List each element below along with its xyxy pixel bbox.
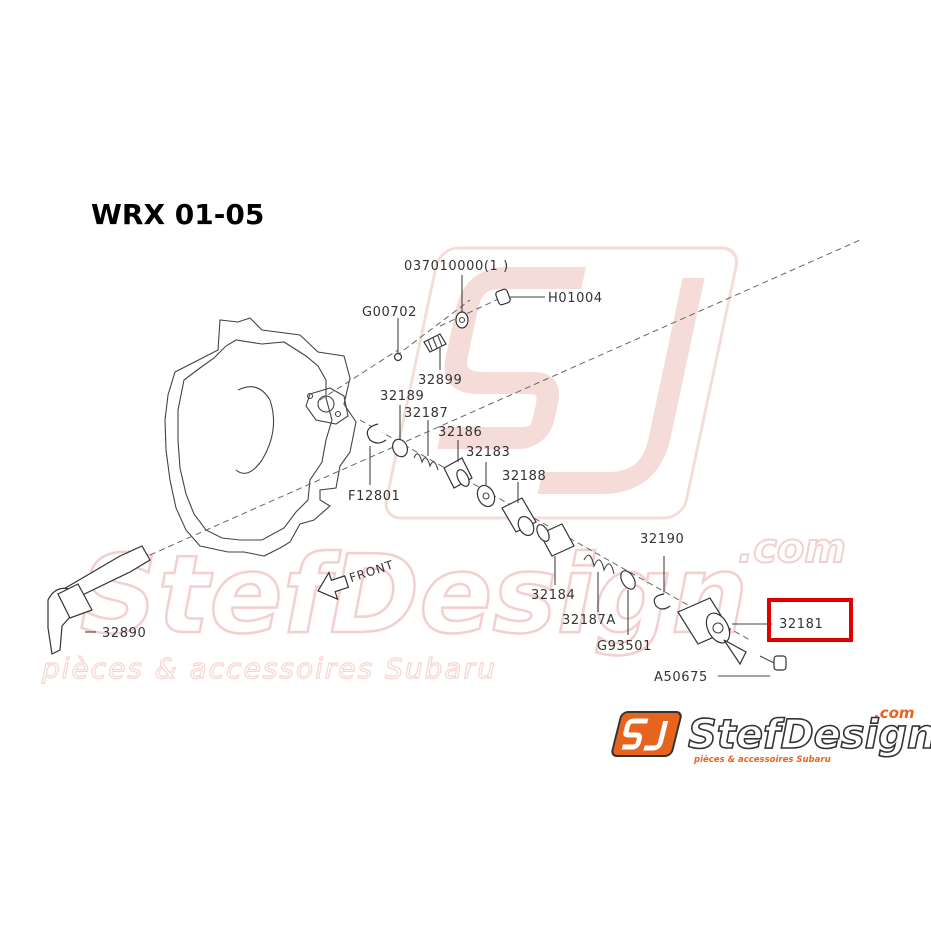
part-32890-shift-rod [47, 545, 151, 655]
part-32899-spring [423, 333, 447, 370]
part-32187a-spring [583, 554, 615, 612]
part-32189-washer [392, 405, 408, 458]
logo-tagline: pièces & accessoires Subaru [693, 754, 831, 765]
label-32188: 32188 [502, 469, 546, 484]
label-32899: 32899 [418, 373, 462, 388]
label-32184: 32184 [531, 588, 575, 603]
label-32189: 32189 [380, 389, 424, 404]
part-h01004-bolt [495, 288, 545, 306]
logo-name: StefDesign [688, 712, 931, 758]
label-32890: 32890 [102, 626, 146, 641]
part-32190-snap-ring [653, 556, 671, 610]
part-32186-piston [443, 440, 473, 489]
part-32184-cylinder [536, 523, 575, 585]
label-32186: 32186 [438, 425, 482, 440]
label-f12801: F12801 [348, 489, 400, 504]
part-32183-valve [476, 462, 496, 508]
stefdesign-logo: .com StefDesign pièces & accessoires Sub… [611, 704, 931, 765]
label-32183: 32183 [466, 445, 510, 460]
label-32181: 32181 [779, 617, 823, 632]
case-flange [305, 387, 349, 425]
logo-domain: .com [874, 704, 915, 722]
part-037010000-washer [455, 275, 469, 329]
label-32187: 32187 [404, 406, 448, 421]
label-h01004: H01004 [548, 291, 603, 306]
transmission-case [164, 317, 357, 557]
part-a50675-bolt [718, 655, 787, 677]
label-g00702: G00702 [362, 305, 417, 320]
highlight-box-32181 [767, 598, 853, 642]
label-a50675: A50675 [654, 670, 708, 685]
watermark-domain: .com [738, 526, 846, 572]
label-037010000: 037010000(1 ) [404, 259, 509, 274]
label-32187a: 32187A [562, 613, 616, 628]
part-f12801-snap-ring [366, 423, 387, 485]
watermark-tagline: pièces & accessoires Subaru [41, 652, 497, 685]
logo-mark [611, 711, 682, 757]
diagram-title: WRX 01-05 [91, 198, 264, 231]
part-32181-actuator [677, 597, 772, 666]
part-32188-sleeve [501, 482, 537, 537]
part-32187-spring [413, 420, 439, 471]
part-g00702-ball [393, 318, 403, 362]
watermark: StefDesign .com pièces & accessoires Sub… [40, 246, 847, 686]
part-g93501-o-ring [620, 570, 636, 635]
label-g93501: G93501 [597, 639, 652, 654]
watermark-name: StefDesign [80, 533, 748, 658]
label-32190: 32190 [640, 532, 684, 547]
part-labels: 037010000(1 ) H01004 G00702 32899 32189 … [102, 259, 823, 685]
